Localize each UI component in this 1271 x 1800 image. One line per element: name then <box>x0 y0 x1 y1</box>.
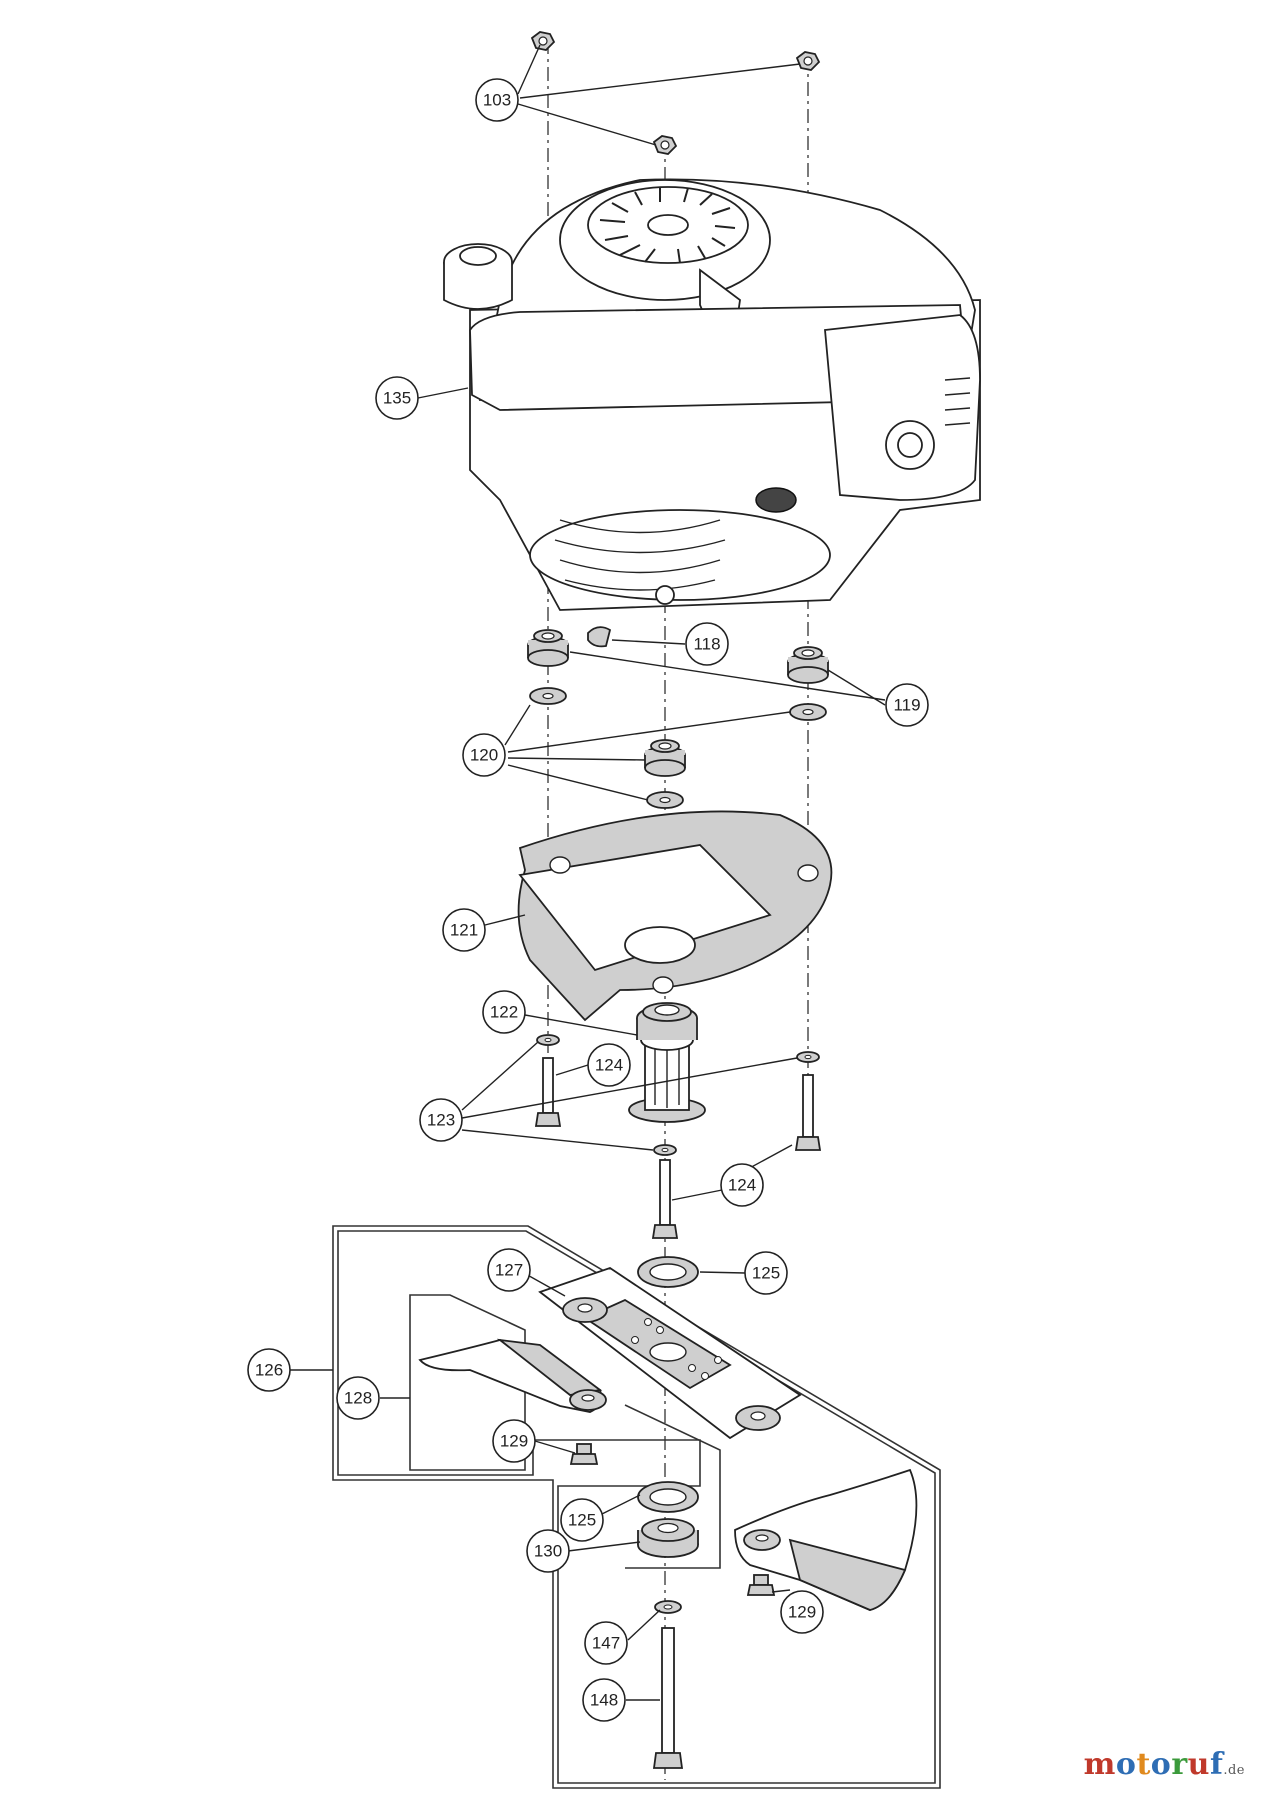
svg-text:129: 129 <box>788 1603 816 1622</box>
callout-119: 119 <box>885 683 929 727</box>
hub-130 <box>637 1518 699 1558</box>
bolt-148 <box>652 1627 684 1769</box>
brand-letter: t <box>1136 1747 1151 1782</box>
callout-148: 148 <box>582 1678 626 1722</box>
rubber-mount-119-center <box>644 739 686 777</box>
group-frame-126 <box>332 1225 941 1789</box>
callout-122: 122 <box>482 990 526 1034</box>
svg-text:120: 120 <box>470 746 498 765</box>
washer-123-left <box>536 1034 560 1046</box>
washer-123-right <box>796 1051 820 1063</box>
brand-letter: u <box>1187 1747 1210 1782</box>
washer-120-left <box>529 687 567 705</box>
nut-103-left <box>530 31 556 51</box>
blade-128-right <box>734 1468 918 1611</box>
nut-103-center <box>652 135 678 155</box>
svg-text:124: 124 <box>595 1056 623 1075</box>
svg-text:147: 147 <box>592 1634 620 1653</box>
brand-logo: motoruf.de <box>1084 1747 1245 1782</box>
callout-123: 123 <box>419 1098 463 1142</box>
callout-127: 127 <box>487 1248 531 1292</box>
svg-text:125: 125 <box>752 1264 780 1283</box>
engine-135 <box>443 178 981 611</box>
callout-124-right: 124 <box>720 1163 764 1207</box>
callout-125-lower: 125 <box>560 1498 604 1542</box>
callout-135: 135 <box>375 376 419 420</box>
svg-text:129: 129 <box>500 1432 528 1451</box>
callout-120: 120 <box>462 733 506 777</box>
brand-letter: o <box>1150 1747 1172 1782</box>
bolt-124-right <box>794 1074 822 1151</box>
blade-128-left <box>418 1338 607 1413</box>
nut-103-right <box>795 51 821 71</box>
brand-letter: o <box>1115 1747 1137 1782</box>
washer-120-right <box>789 703 827 721</box>
svg-text:130: 130 <box>534 1542 562 1561</box>
svg-text:128: 128 <box>344 1389 372 1408</box>
washer-123-center <box>653 1144 677 1156</box>
svg-text:121: 121 <box>450 921 478 940</box>
bolt-124-center <box>651 1159 679 1239</box>
rubber-mount-119-left <box>527 629 569 667</box>
leader-lines <box>290 44 886 1701</box>
svg-text:103: 103 <box>483 91 511 110</box>
callout-118: 118 <box>685 622 729 666</box>
spacer-125-lower <box>637 1481 699 1513</box>
guard-plate-121 <box>517 810 833 1022</box>
group-frame-128 <box>409 1294 526 1471</box>
callout-128: 128 <box>336 1376 380 1420</box>
callout-125-upper: 125 <box>744 1251 788 1295</box>
screw-129-right <box>746 1574 776 1596</box>
brand-domain: .de <box>1223 1763 1245 1778</box>
bolt-124-left <box>534 1057 562 1127</box>
brand-letter: r <box>1171 1747 1188 1782</box>
spacer-125-upper <box>637 1256 699 1288</box>
svg-text:124: 124 <box>728 1176 756 1195</box>
svg-text:118: 118 <box>693 635 720 654</box>
brand-letter: m <box>1083 1747 1116 1782</box>
callout-130: 130 <box>526 1529 570 1573</box>
callout-129-right: 129 <box>780 1590 824 1634</box>
screw-129-left <box>569 1443 599 1465</box>
svg-text:125: 125 <box>568 1511 596 1530</box>
svg-text:122: 122 <box>490 1003 518 1022</box>
callout-126: 126 <box>247 1348 291 1392</box>
rubber-mount-119-right <box>787 646 829 684</box>
callout-129-left: 129 <box>492 1419 536 1463</box>
svg-text:126: 126 <box>255 1361 283 1380</box>
washer-120-center <box>646 791 684 809</box>
brand-letter: f <box>1209 1747 1224 1782</box>
blade-adapter-122 <box>628 1002 706 1123</box>
svg-text:135: 135 <box>383 389 411 408</box>
blade-carrier-127 <box>538 1267 802 1440</box>
callout-147: 147 <box>584 1621 628 1665</box>
callout-124-left: 124 <box>587 1043 631 1087</box>
svg-text:148: 148 <box>590 1691 618 1710</box>
callout-121: 121 <box>442 908 486 952</box>
svg-text:123: 123 <box>427 1111 455 1130</box>
callout-103: 103 <box>475 78 519 122</box>
svg-text:127: 127 <box>495 1261 523 1280</box>
svg-text:119: 119 <box>893 696 920 715</box>
key-118 <box>587 626 612 648</box>
group-frame-128-inner <box>624 1404 721 1569</box>
washer-147 <box>654 1600 682 1614</box>
